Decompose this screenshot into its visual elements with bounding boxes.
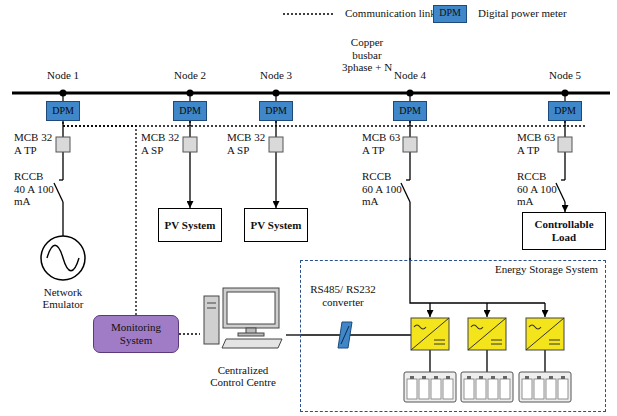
rccb-rating: RCCB 60 A 100 mA: [517, 170, 559, 208]
node-text: DPM: [399, 105, 421, 117]
node-label: Node 4: [385, 69, 435, 82]
breaker-rating: MCB 32 A TP: [14, 131, 56, 156]
control-centre: Centralized Control Centre: [200, 286, 286, 390]
power-line: [189, 121, 190, 208]
digital-power-meter: DPM: [259, 101, 293, 121]
node-text: Energy Storage System: [308, 263, 598, 276]
node-label: Node 1: [38, 69, 88, 82]
node-text: Monitoring System: [105, 321, 167, 346]
computer-icon: [204, 288, 282, 348]
load-box: Controllable Load: [522, 212, 606, 250]
breaker-rating: MCB 32 A SP: [141, 131, 183, 156]
digital-power-meter: DPM: [46, 101, 80, 121]
digital-power-meter: DPM: [173, 101, 207, 121]
inverter-symbol: [411, 318, 564, 350]
node-text: Controllable Load: [527, 218, 601, 243]
digital-power-meter: DPM: [548, 101, 582, 121]
communication-bus: [63, 121, 585, 126]
storage-group: Energy Storage System: [300, 260, 606, 412]
legend-line-sample: [283, 13, 335, 14]
node-text: DPM: [52, 105, 74, 117]
legend-swatch-text: DPM: [433, 7, 467, 19]
node-label: Node 3: [251, 69, 301, 82]
breaker-rating: MCB 63 A TP: [362, 131, 404, 156]
rccb-rating: RCCB 40 A 100 mA: [14, 170, 56, 208]
breaker-rating: MCB 32 A SP: [227, 131, 269, 156]
node-text: Centralized Control Centre: [204, 364, 282, 389]
monitoring-box: Monitoring System: [93, 315, 179, 353]
node-text: PV System: [165, 219, 216, 232]
power-line: [286, 334, 300, 335]
busbar-label: Copper busbar 3phase + N: [336, 36, 398, 74]
battery-pack: [404, 372, 571, 402]
pv-system-box: PV System: [158, 208, 222, 242]
power-line: [275, 121, 276, 208]
mcb-symbol: [56, 137, 572, 152]
node-label: Node 5: [540, 69, 590, 82]
energy-storage-wiring: [300, 258, 545, 372]
legend-text: Digital power meter: [478, 7, 567, 20]
rccb-rating: RCCB 60 A 100 mA: [362, 170, 404, 208]
busbar: [12, 90, 610, 102]
node-text: Network Emulator: [24, 286, 102, 311]
ac-source-symbol: [41, 236, 85, 280]
rccb-switch: [54, 180, 568, 202]
node-text: DPM: [179, 105, 201, 117]
legend-text: Communication link: [345, 7, 436, 20]
serial-converter-symbol: [338, 322, 352, 348]
node-text: DPM: [265, 105, 287, 117]
communication-link: [179, 333, 200, 334]
converter-label: RS485/ RS232 converter: [306, 283, 380, 308]
breaker-rating: MCB 63 A TP: [517, 131, 559, 156]
node-text: PV System: [251, 219, 302, 232]
node-label: Node 2: [165, 69, 215, 82]
network-emulator: Network Emulator: [18, 236, 108, 312]
pv-system-box: PV System: [244, 208, 308, 242]
node-text: DPM: [554, 105, 576, 117]
digital-power-meter: DPM: [393, 101, 427, 121]
